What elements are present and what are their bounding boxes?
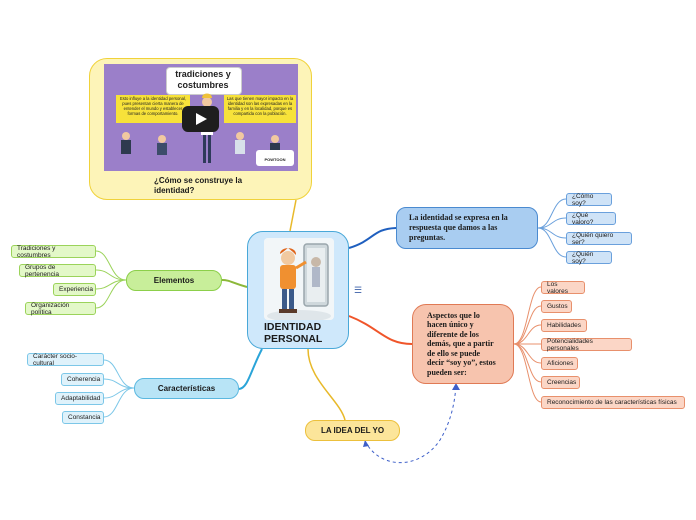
elementos-item[interactable]: Grupos de pertenencia	[19, 264, 96, 278]
aspectos-item[interactable]: Reconocimiento de las características fí…	[541, 396, 685, 409]
elementos-item[interactable]: Experiencia	[53, 283, 96, 296]
elementos-item[interactable]: Organización política	[25, 302, 96, 316]
aspectos-item[interactable]: Creencias	[541, 376, 580, 389]
notes-icon[interactable]: ☰	[354, 285, 363, 295]
central-title: IDENTIDAD PERSONAL	[264, 321, 323, 345]
play-icon	[196, 113, 207, 125]
expresa-item[interactable]: ¿Cómo soy?	[566, 193, 612, 207]
expresa-item[interactable]: ¿Quién quiero ser?	[566, 232, 632, 246]
brand-badge	[256, 150, 294, 166]
aspectos-node[interactable]: Aspectos que lo hacen único y diferente …	[412, 304, 514, 384]
caracteristicas-item[interactable]: Constancia	[62, 411, 104, 424]
idea-del-yo-node[interactable]: LA IDEA DEL YO	[305, 420, 400, 441]
caracteristicas-item[interactable]: Adaptabilidad	[55, 392, 104, 405]
caracteristicas-item[interactable]: Carácter socio-cultural	[27, 353, 104, 367]
central-image	[264, 238, 334, 320]
caracteristicas-node[interactable]: Características	[134, 378, 239, 399]
elementos-item[interactable]: Tradiciones y costumbres	[11, 245, 96, 259]
aspectos-item[interactable]: Gustos	[541, 300, 572, 313]
caracteristicas-item[interactable]: Coherencia	[61, 373, 104, 386]
child-mirror-illustration	[264, 238, 334, 320]
aspectos-item[interactable]: Los valores	[541, 281, 585, 295]
aspectos-item[interactable]: Potencialidades personales	[541, 338, 632, 352]
video-caption: ¿Cómo se construye la identidad?	[154, 176, 243, 195]
aspectos-item[interactable]: Habilidades	[541, 319, 587, 332]
central-topic[interactable]: IDENTIDAD PERSONAL	[247, 231, 349, 349]
expresa-item[interactable]: ¿Quién soy?	[566, 251, 612, 265]
video-left-text: Esto influye a la identidad personal, pu…	[116, 95, 190, 123]
video-thumbnail[interactable]: tradiciones y costumbres Esto influye a …	[104, 64, 298, 171]
expresa-item[interactable]: ¿Qué valoro?	[566, 212, 616, 226]
elementos-node[interactable]: Elementos	[126, 270, 222, 291]
video-title: tradiciones y costumbres	[175, 69, 231, 90]
video-right-text: Las que tienen mayor impacto en la ident…	[224, 95, 296, 123]
aspectos-item[interactable]: Aficiones	[541, 357, 578, 370]
expresa-node[interactable]: La identidad se expresa en la respuesta …	[396, 207, 538, 249]
play-button[interactable]	[182, 106, 219, 132]
brand-label: POWTOON	[264, 157, 286, 162]
